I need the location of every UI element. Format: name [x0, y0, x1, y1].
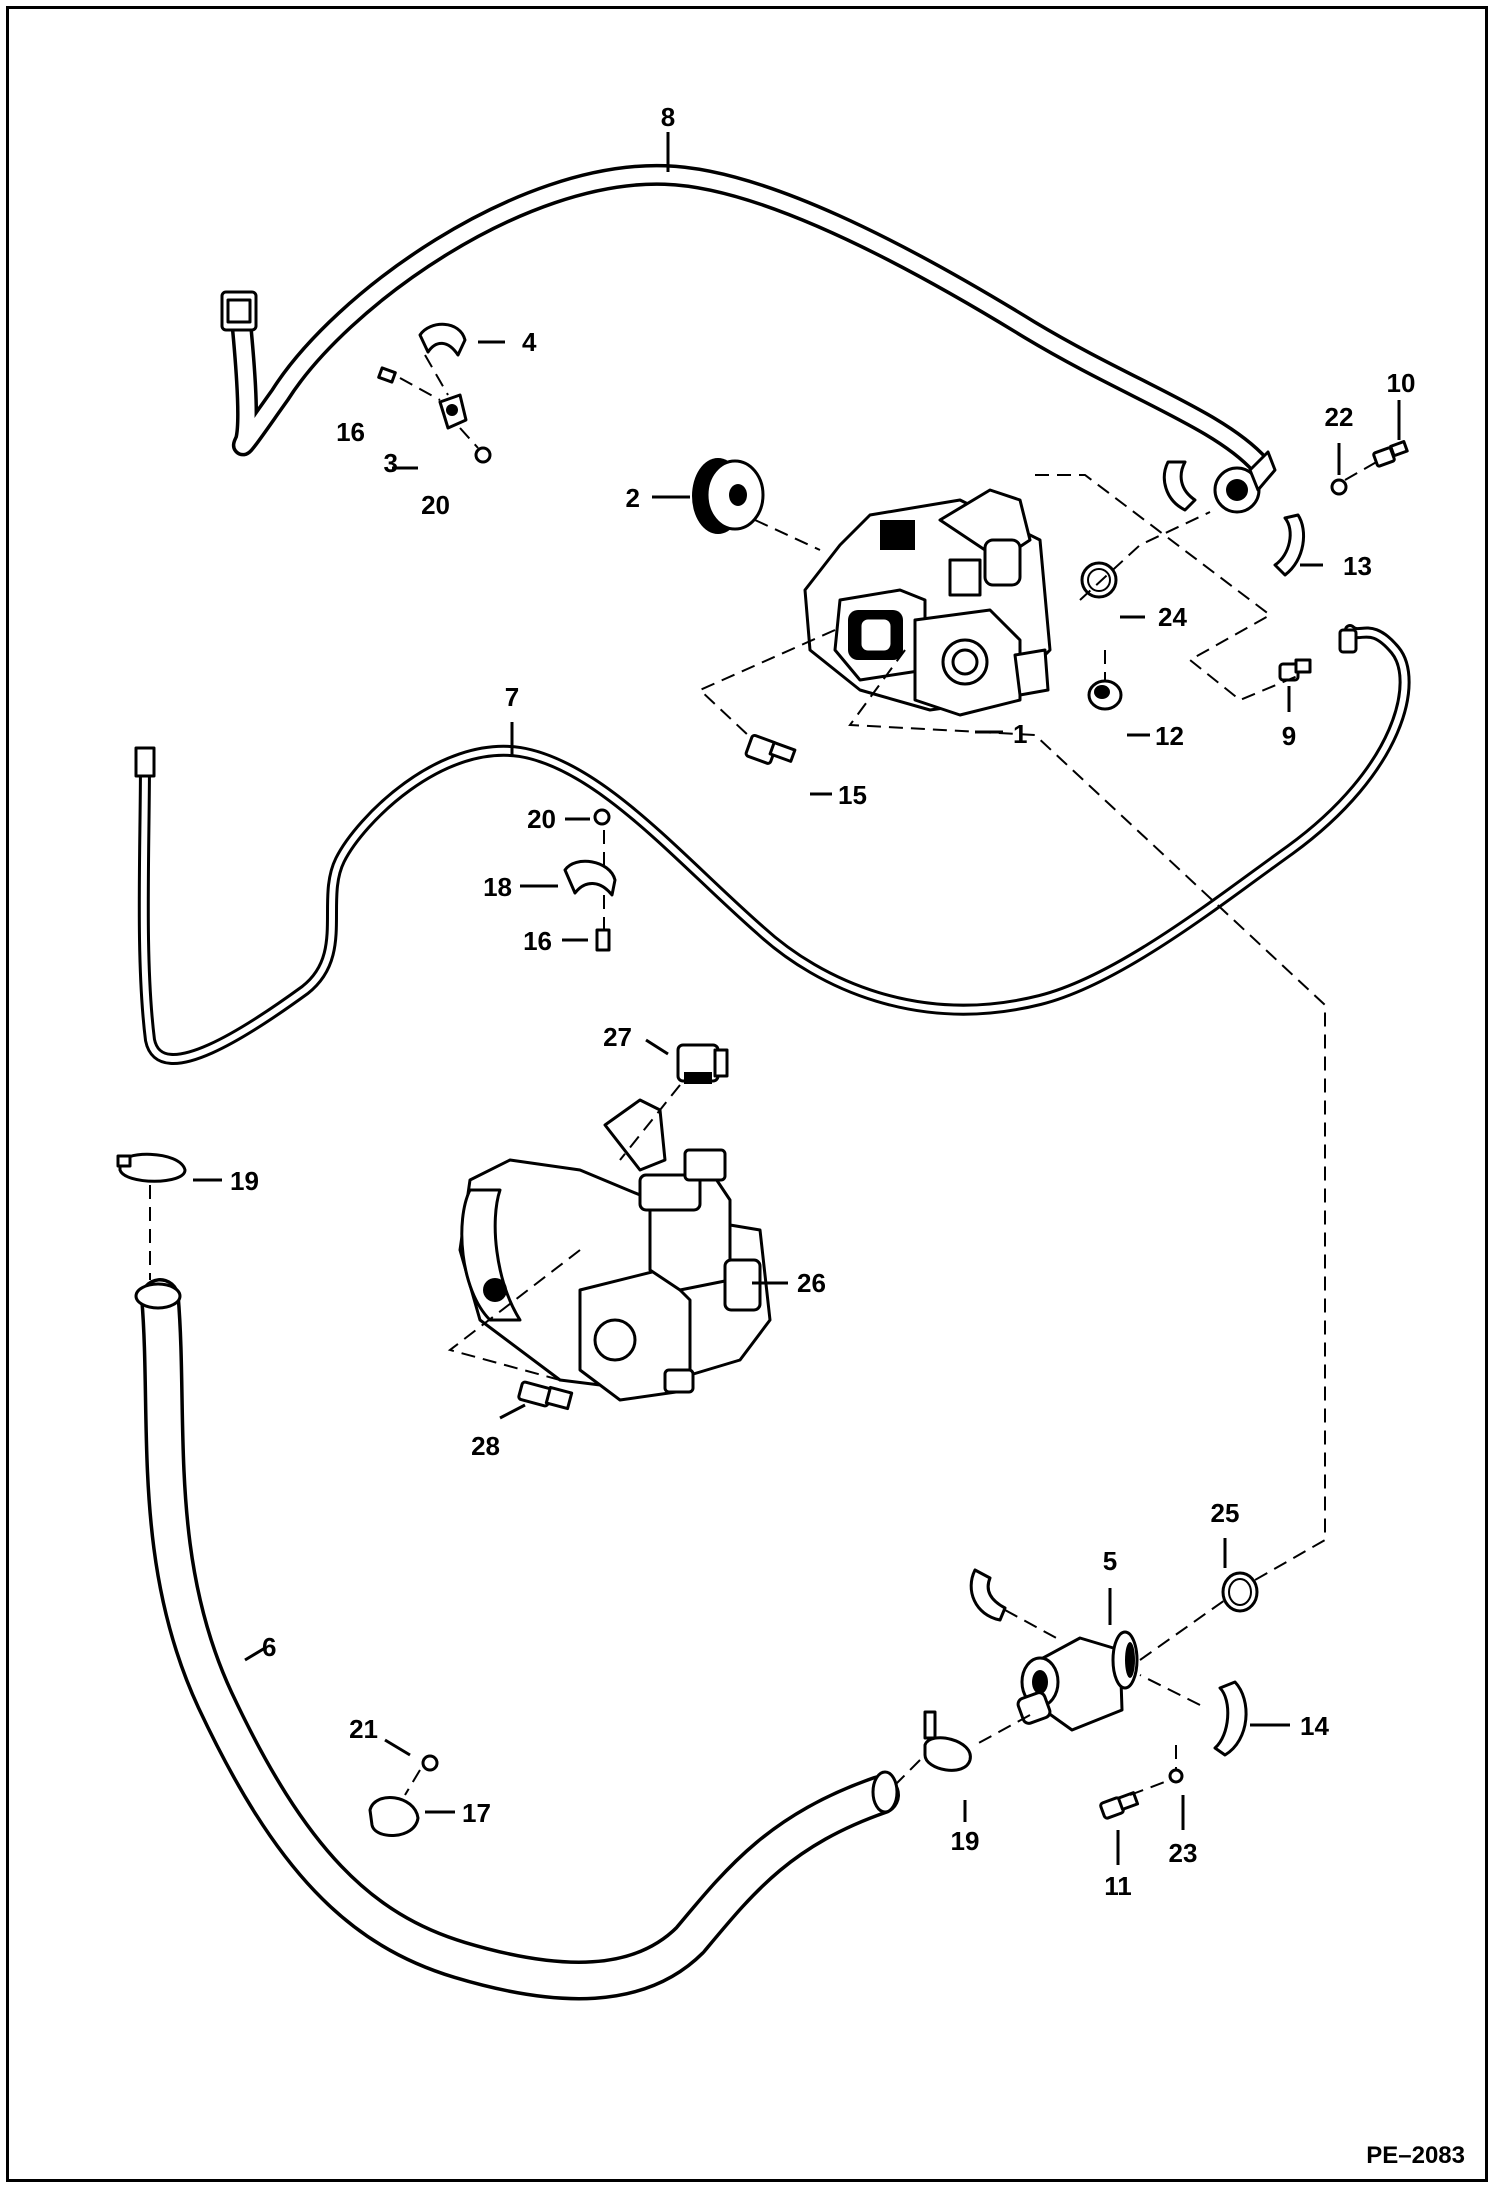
- callout-19-lower: 19: [951, 1826, 980, 1856]
- callout-5: 5: [1103, 1546, 1117, 1576]
- clamp-18: [563, 859, 617, 897]
- callout-20-mid: 20: [527, 804, 556, 834]
- callout-12: 12: [1155, 721, 1184, 751]
- o-ring-24-inner: [1087, 568, 1111, 592]
- hose-8: [220, 163, 1271, 476]
- fitting-9: [1278, 658, 1312, 682]
- leader-lines: [193, 132, 1401, 1865]
- nut-21: [421, 1754, 439, 1772]
- hose-clamp-19-lower: [923, 1736, 972, 1772]
- bolt-10: [1372, 440, 1409, 468]
- sensor-27: [676, 1043, 729, 1084]
- washer-22: [1330, 478, 1348, 496]
- elbow-fitting: [1213, 450, 1277, 514]
- clamp-3-hole: [446, 404, 458, 416]
- gear-2: [692, 458, 765, 534]
- callout-8: 8: [661, 102, 675, 132]
- callout-18: 18: [483, 872, 512, 902]
- flange-half-left: [1162, 460, 1197, 512]
- callout-26: 26: [797, 1268, 826, 1298]
- callout-16-upper: 16: [336, 417, 365, 447]
- clamp-17: [368, 1796, 420, 1837]
- hose-7: [134, 624, 1411, 1065]
- plug-12: [1087, 679, 1123, 711]
- figure-id: PE–2083: [1366, 2142, 1465, 2169]
- o-ring-25-inner: [1228, 1578, 1252, 1606]
- nut-20-upper: [474, 446, 492, 464]
- flange-half-14: [1213, 1680, 1248, 1757]
- callout-10: 10: [1387, 368, 1416, 398]
- callout-17: 17: [462, 1798, 491, 1828]
- callout-6: 6: [262, 1632, 276, 1662]
- callout-3: 3: [384, 448, 398, 478]
- callout-28: 28: [471, 1431, 500, 1461]
- callout-15: 15: [838, 780, 867, 810]
- assembly-lines: [149, 354, 1381, 1796]
- callout-21: 21: [349, 1714, 378, 1744]
- callout-2: 2: [626, 483, 640, 513]
- callout-9: 9: [1282, 721, 1296, 751]
- washer-23: [1168, 1768, 1184, 1784]
- callout-14: 14: [1300, 1711, 1329, 1741]
- callout-20-upper: 20: [421, 490, 450, 520]
- callout-13: 13: [1343, 551, 1372, 581]
- clamp-4: [418, 322, 467, 357]
- callout-1: 1: [1013, 719, 1027, 749]
- nut-20-mid: [593, 808, 611, 826]
- callout-25: 25: [1211, 1498, 1240, 1528]
- callout-19-upper: 19: [230, 1166, 259, 1196]
- hose-6: [134, 1278, 900, 2001]
- pump-1: [803, 488, 1052, 717]
- flange-half-13: [1273, 513, 1306, 577]
- hose-clamp-19-upper: [118, 1152, 187, 1183]
- hose-clamp-19-upper-tab: [116, 1154, 132, 1168]
- callouts: 8 4 16 3 20 2 22 10 13 24 9 12 1 15 7 20…: [230, 102, 1415, 1901]
- callout-7: 7: [505, 682, 519, 712]
- callout-23: 23: [1169, 1838, 1198, 1868]
- bolt-15: [744, 733, 797, 765]
- bolt-11: [1099, 1791, 1140, 1820]
- callout-4: 4: [522, 327, 537, 357]
- bolt-16-mid: [595, 928, 611, 952]
- callout-24: 24: [1158, 602, 1187, 632]
- callout-16-mid: 16: [523, 926, 552, 956]
- bolt-28: [517, 1380, 574, 1411]
- pump-26: [458, 1098, 772, 1402]
- fitting-end-7: [1338, 628, 1358, 654]
- callout-27: 27: [603, 1022, 632, 1052]
- callout-11: 11: [1104, 1871, 1132, 1901]
- elbow-5: [1016, 1630, 1139, 1732]
- hose-clamp-19-lower-tab: [923, 1710, 937, 1740]
- callout-22: 22: [1325, 402, 1354, 432]
- bolt-16-upper: [377, 366, 397, 384]
- flange-half-upper: [969, 1568, 1007, 1622]
